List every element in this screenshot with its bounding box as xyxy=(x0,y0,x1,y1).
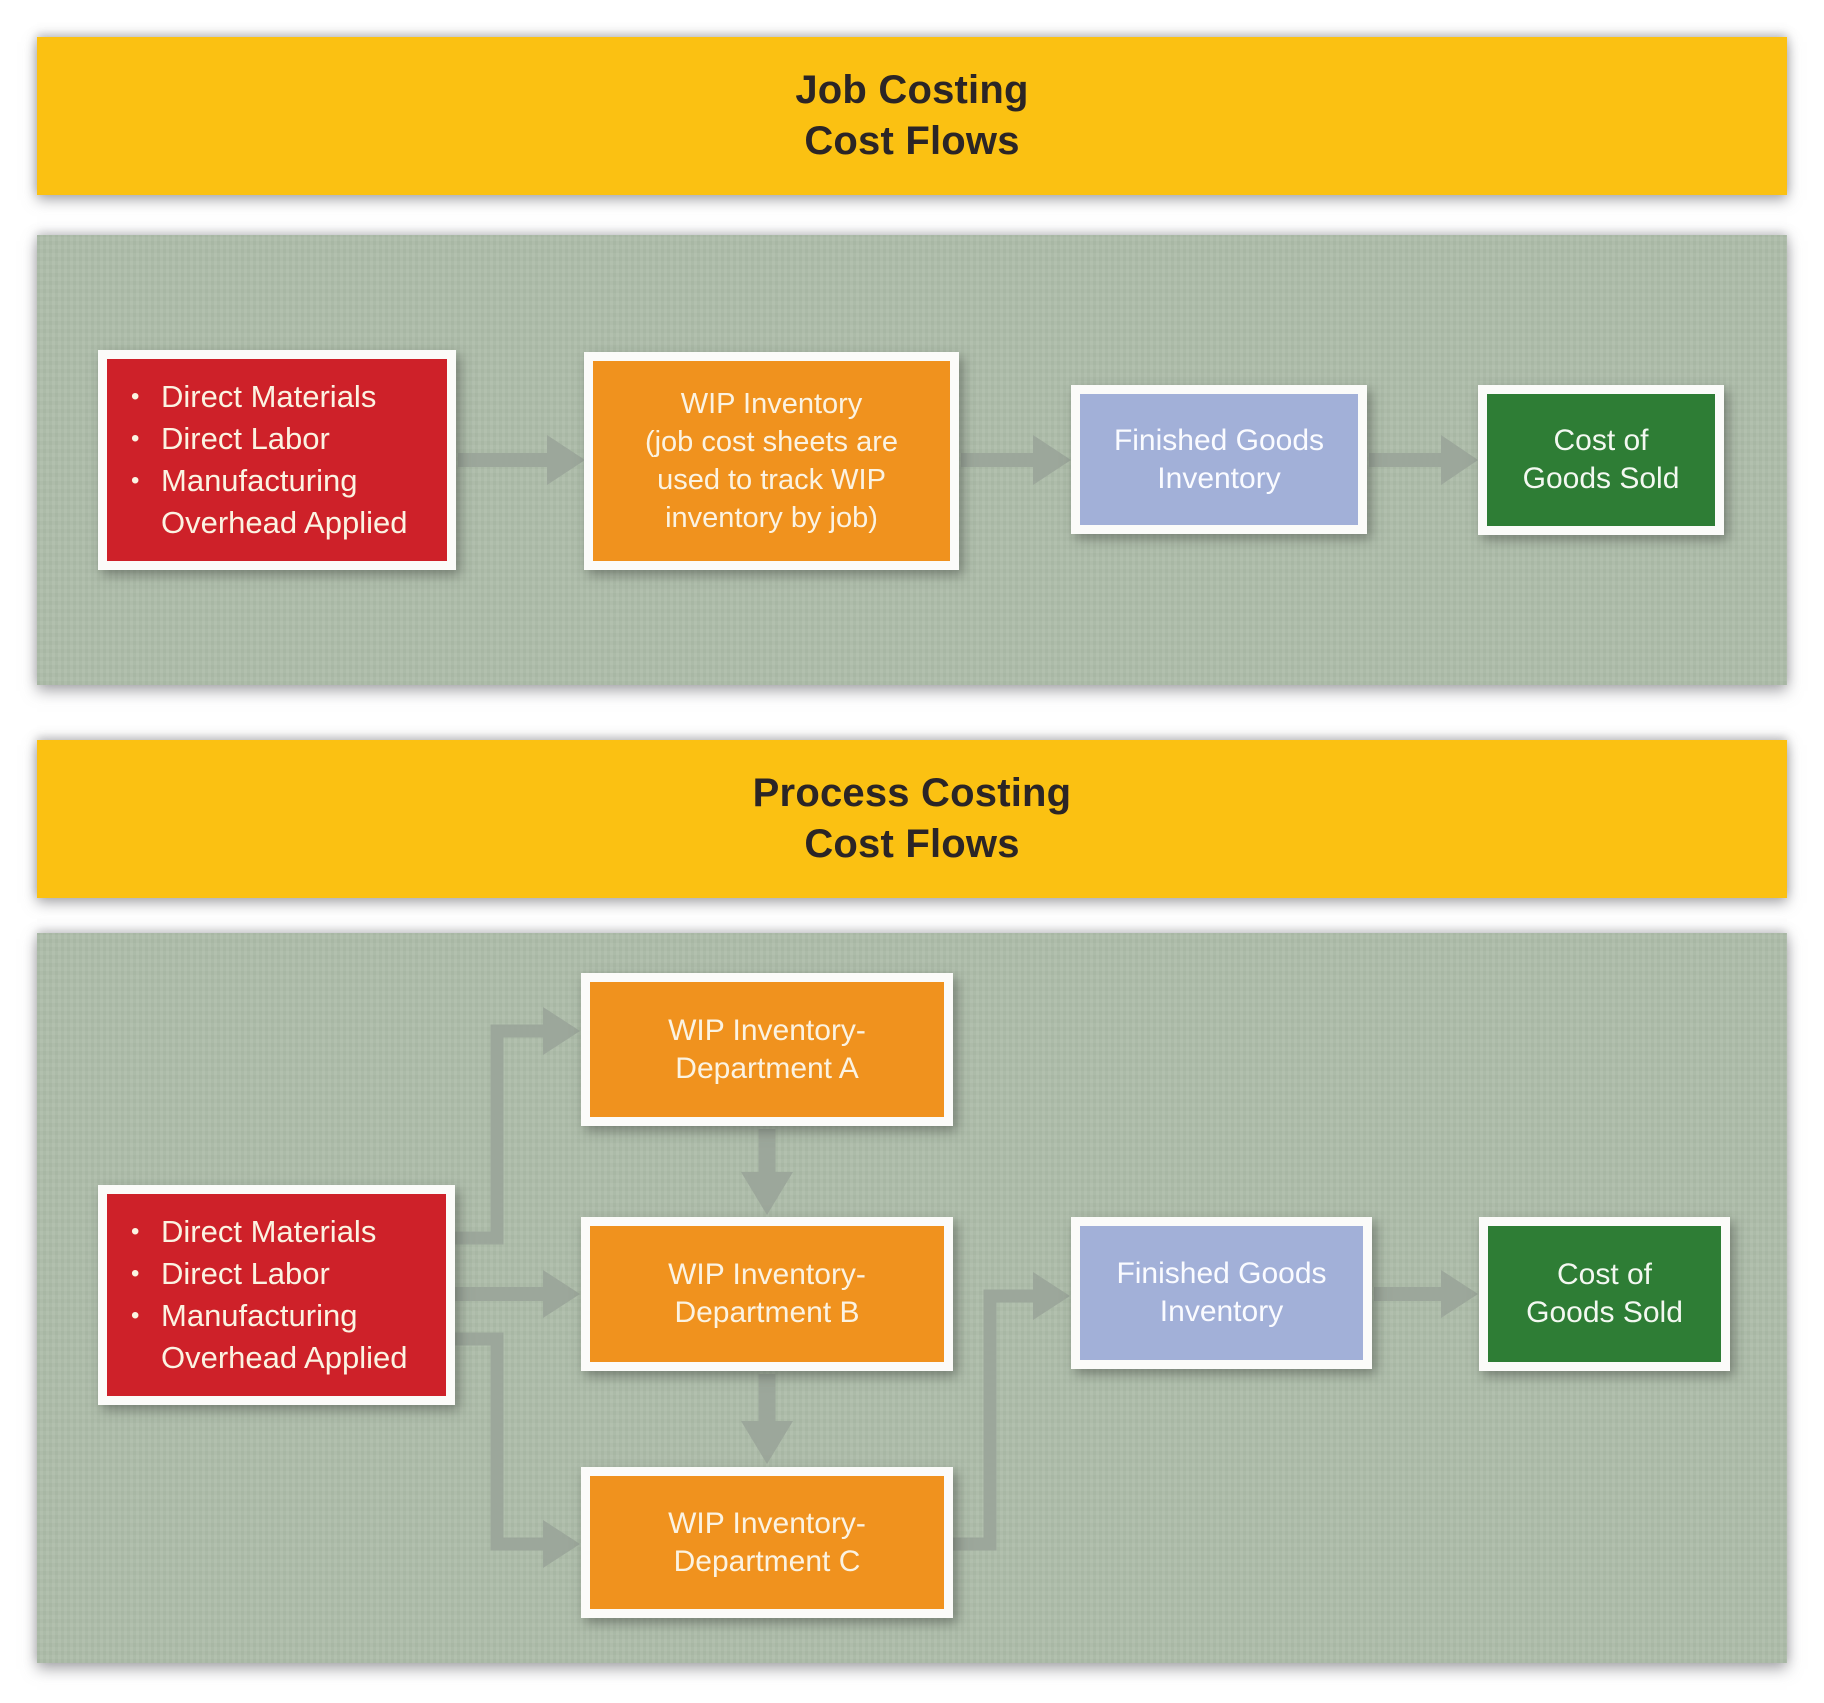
arrow-inputs-to-dept-b xyxy=(453,1270,580,1318)
job-costing-title-line2: Cost Flows xyxy=(804,119,1020,163)
job-inputs-box: • Direct Materials • Direct Labor • Manu… xyxy=(98,350,456,570)
bullet-icon: • xyxy=(131,425,140,452)
job-costing-banner: Job Costing Cost Flows xyxy=(37,37,1787,195)
list-item: • Direct Labor xyxy=(131,418,441,460)
bullet-icon: • xyxy=(131,467,140,494)
list-item: • Direct Materials xyxy=(131,376,441,418)
arrow-dept-a-to-dept-b xyxy=(741,1129,793,1215)
process-inputs-box: • Direct Materials • Direct Labor • Manu… xyxy=(98,1185,455,1405)
job-costing-title-line1: Job Costing xyxy=(795,68,1029,113)
bullet-icon: • xyxy=(131,1218,140,1245)
job-costing-connectors xyxy=(458,435,1478,485)
process-costing-title-line2: Cost Flows xyxy=(804,822,1020,866)
wip-dept-c-box: WIP Inventory- Department C xyxy=(581,1467,953,1618)
process-inputs-list: • Direct Materials • Direct Labor • Manu… xyxy=(107,1203,446,1387)
arrow-finished-goods-to-cogs-2 xyxy=(1374,1270,1478,1318)
bullet-icon: • xyxy=(131,1302,140,1329)
job-wip-inventory-box: WIP Inventory (job cost sheets are used … xyxy=(584,352,959,570)
list-item: • Manufacturing Overhead Applied xyxy=(131,1295,440,1379)
job-costing-panel: • Direct Materials • Direct Labor • Manu… xyxy=(37,235,1787,685)
job-finished-goods-box: Finished Goods Inventory xyxy=(1071,385,1367,534)
list-item: • Manufacturing Overhead Applied xyxy=(131,460,441,544)
process-cogs-box: Cost of Goods Sold xyxy=(1479,1217,1730,1371)
job-cogs-box: Cost of Goods Sold xyxy=(1478,385,1724,535)
arrow-dept-c-to-finished-goods xyxy=(951,1272,1070,1551)
arrow-dept-b-to-dept-c xyxy=(741,1374,793,1464)
process-costing-title-line1: Process Costing xyxy=(752,771,1072,816)
list-item: • Direct Labor xyxy=(131,1253,440,1295)
process-costing-banner: Process Costing Cost Flows xyxy=(37,740,1787,898)
job-wip-inventory-text: WIP Inventory (job cost sheets are used … xyxy=(644,388,899,534)
process-costing-connectors xyxy=(453,1007,1478,1568)
arrow-inputs-to-dept-c xyxy=(453,1332,580,1568)
arrow-inputs-to-dept-a xyxy=(453,1007,580,1245)
wip-dept-b-box: WIP Inventory- Department B xyxy=(581,1217,953,1371)
arrow-wip-to-finished-goods xyxy=(961,435,1071,485)
process-costing-panel: WIP Inventory- Department A • Direct Mat… xyxy=(37,933,1787,1663)
wip-dept-a-box: WIP Inventory- Department A xyxy=(581,973,953,1126)
process-finished-goods-box: Finished Goods Inventory xyxy=(1071,1217,1372,1369)
list-item: • Direct Materials xyxy=(131,1211,440,1253)
bullet-icon: • xyxy=(131,1260,140,1287)
job-inputs-list: • Direct Materials • Direct Labor • Manu… xyxy=(107,368,447,552)
arrow-finished-goods-to-cogs xyxy=(1369,435,1478,485)
bullet-icon: • xyxy=(131,383,140,410)
arrow-inputs-to-wip xyxy=(458,435,585,485)
